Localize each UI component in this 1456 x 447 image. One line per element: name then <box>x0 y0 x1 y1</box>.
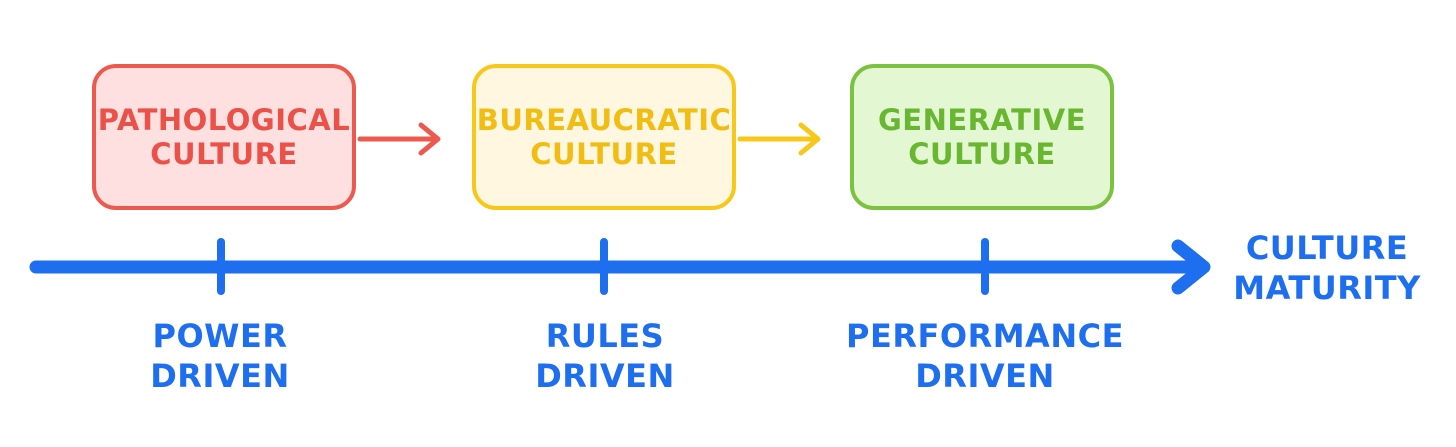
generative-culture-line-1: GENERATIVE <box>877 103 1087 137</box>
axis-label-line-1: CULTURE <box>1245 229 1409 267</box>
bureaucratic-culture-line-2: CULTURE <box>530 137 678 171</box>
performance-driven-line-2: DRIVEN <box>915 357 1055 395</box>
generative-culture-box: GENERATIVE CULTURE <box>850 64 1114 210</box>
performance-driven-line-1: PERFORMANCE <box>846 317 1124 355</box>
generative-culture-line-2: CULTURE <box>908 137 1056 171</box>
pathological-culture-line-2: CULTURE <box>150 137 298 171</box>
bureaucratic-culture-line-1: BUREAUCRATIC <box>476 103 732 137</box>
arrow-pathological-to-bureaucratic <box>357 122 441 156</box>
arrow-bureaucratic-to-generative <box>737 122 821 156</box>
maturity-axis <box>29 239 1211 295</box>
power-driven-line-1: POWER <box>152 317 288 355</box>
pathological-culture-line-1: PATHOLOGICAL <box>97 103 351 137</box>
rules-driven-line-2: DRIVEN <box>535 357 675 395</box>
axis-label-line-2: MATURITY <box>1233 269 1421 307</box>
performance-driven-label: PERFORMANCE DRIVEN <box>835 316 1135 396</box>
power-driven-label: POWER DRIVEN <box>120 316 320 396</box>
culture-maturity-axis-label: CULTURE MATURITY <box>1222 228 1432 308</box>
rules-driven-line-1: RULES <box>545 317 665 355</box>
pathological-culture-box: PATHOLOGICAL CULTURE <box>92 64 356 210</box>
power-driven-line-2: DRIVEN <box>150 357 290 395</box>
bureaucratic-culture-box: BUREAUCRATIC CULTURE <box>472 64 736 210</box>
rules-driven-label: RULES DRIVEN <box>505 316 705 396</box>
